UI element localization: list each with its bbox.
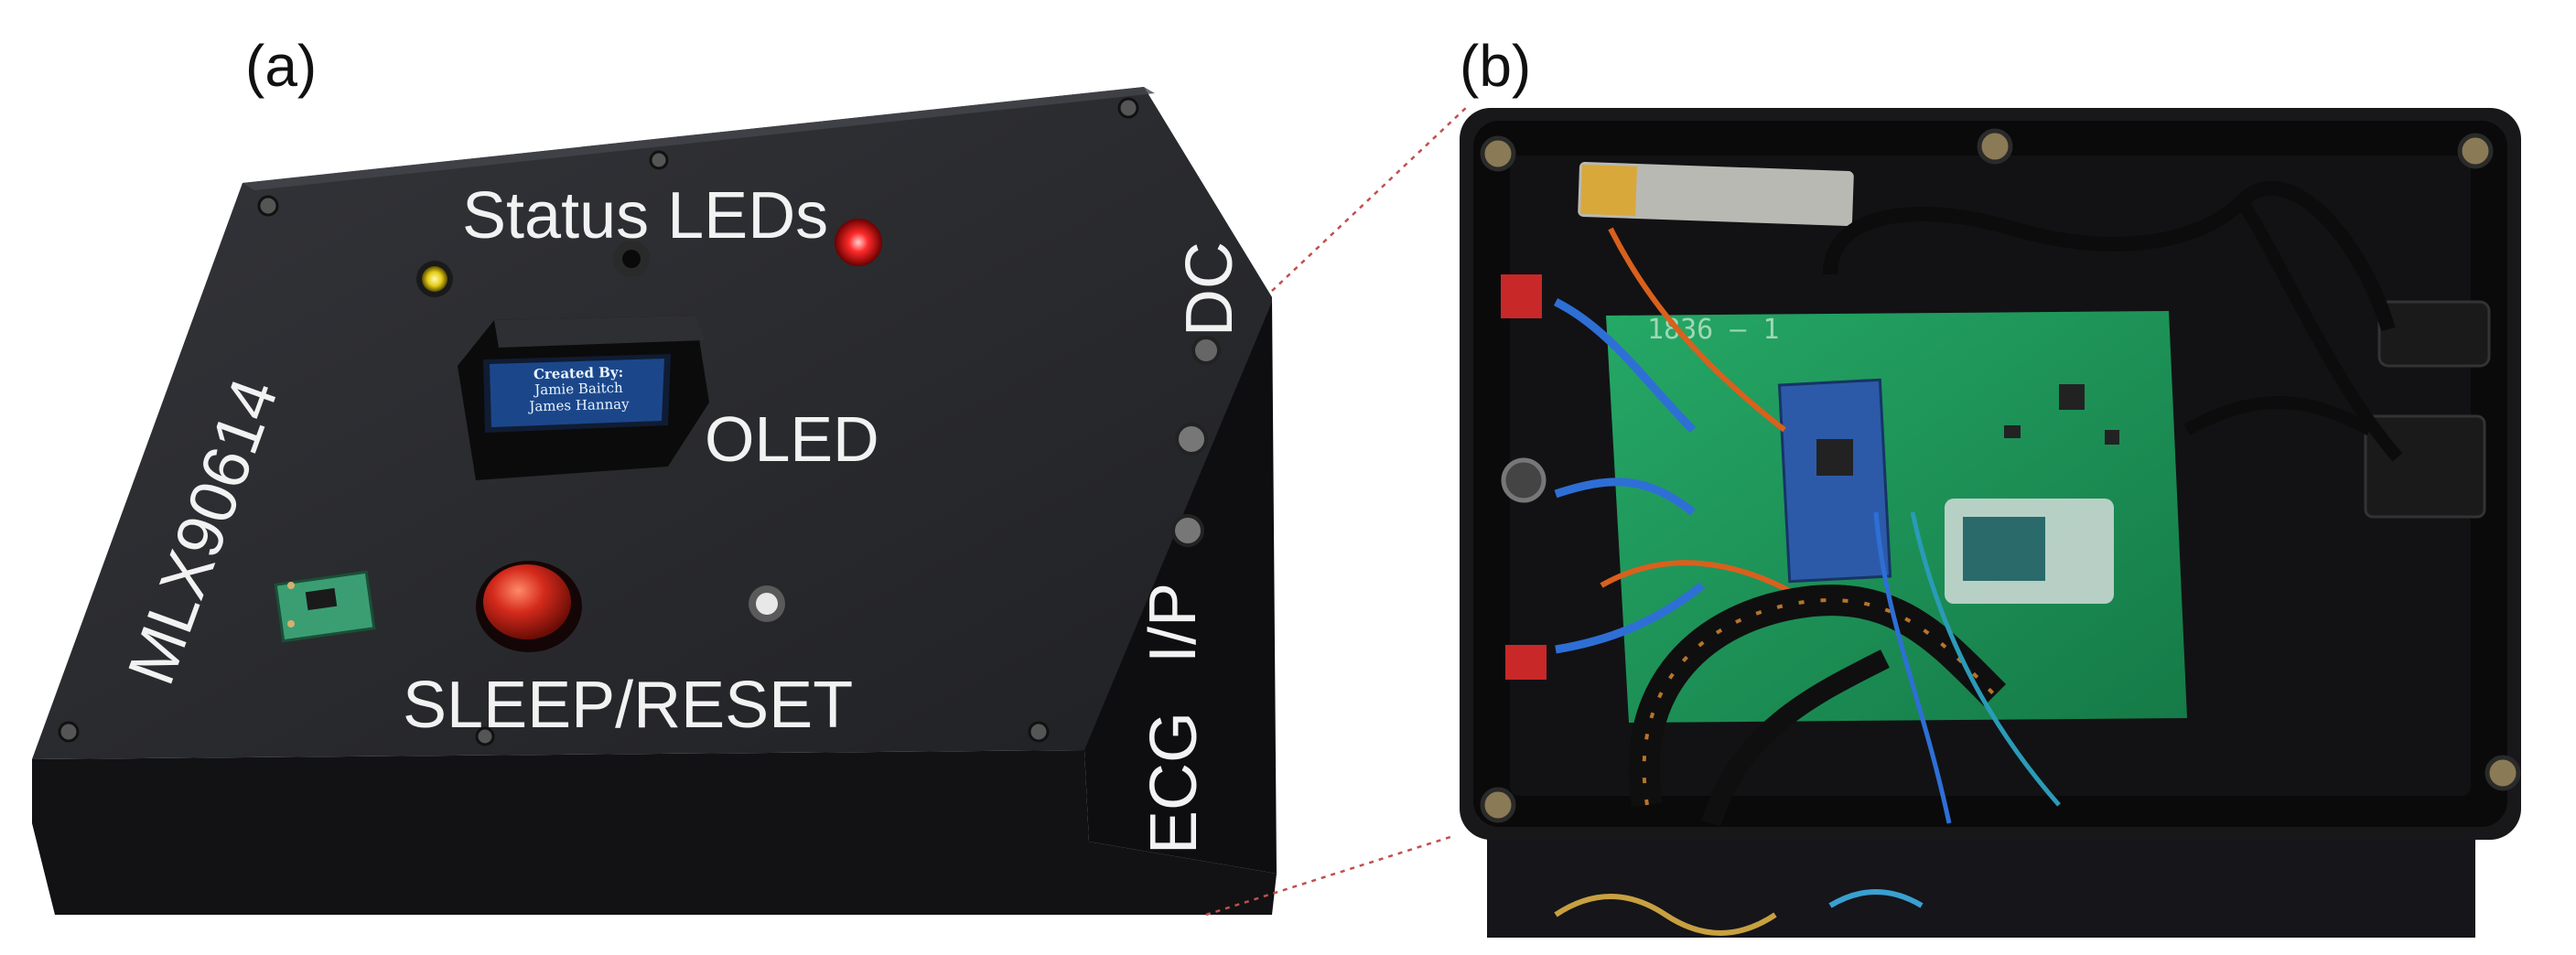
screw-icon xyxy=(649,150,669,170)
red-connector xyxy=(1505,645,1547,680)
microcontroller-board xyxy=(1777,378,1892,584)
usb-cable xyxy=(1823,180,2396,332)
label-sleep-reset: SLEEP/RESET xyxy=(403,669,854,742)
battery-pack xyxy=(1578,161,1854,227)
label-ip: I/P xyxy=(1137,582,1211,664)
label-oled: OLED xyxy=(705,403,879,475)
oled-screen-text: Created By: Jamie Baitch James Hannay xyxy=(493,364,663,416)
panel-a-photo xyxy=(32,87,1277,915)
red-connector xyxy=(1501,274,1542,318)
dc-jack-connector xyxy=(2377,300,2491,368)
panel-b-letter: (b) xyxy=(1460,33,1532,99)
red-status-led xyxy=(835,219,882,266)
screw-icon xyxy=(1117,97,1139,119)
label-ecg: ECG xyxy=(1137,711,1212,855)
leader-line-top xyxy=(1271,104,1470,292)
label-dc: DC xyxy=(1173,241,1246,337)
screw-icon xyxy=(475,726,495,746)
ecg-socket-icon xyxy=(1501,457,1547,503)
label-status-leds: Status LEDs xyxy=(462,179,829,252)
panel-b-photo: 1836 – 1 xyxy=(1460,108,2521,938)
panel-a-letter: (a) xyxy=(245,33,318,99)
standoff-icon xyxy=(1480,787,1516,823)
standoff-icon xyxy=(1977,128,2013,165)
sleep-reset-button xyxy=(483,564,571,639)
standoff-icon xyxy=(2484,755,2521,791)
screw-icon xyxy=(1028,721,1050,743)
white-indicator-led xyxy=(756,593,778,615)
screw-icon xyxy=(257,195,279,217)
connector-icon xyxy=(1171,514,1204,547)
yellow-status-led xyxy=(422,266,447,292)
db9-connector xyxy=(2364,414,2486,519)
connector-icon xyxy=(1175,423,1208,456)
screw-icon xyxy=(58,721,80,743)
leader-line-bottom xyxy=(1205,835,1451,917)
dc-jack-icon xyxy=(1191,336,1221,365)
standoff-icon xyxy=(1480,135,1516,172)
enclosure-front-face xyxy=(32,750,1277,915)
standoff-icon xyxy=(2457,133,2494,169)
